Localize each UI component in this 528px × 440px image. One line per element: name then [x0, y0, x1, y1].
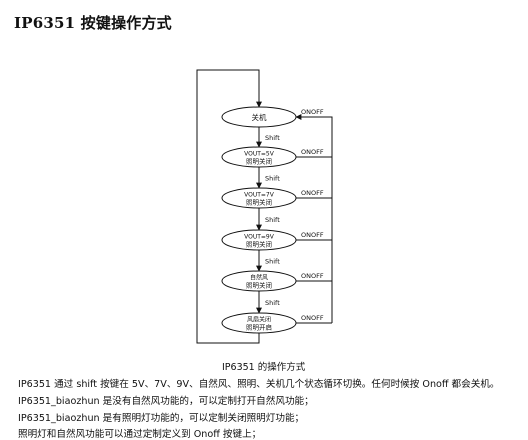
state-label: VOUT=7V — [244, 192, 275, 199]
shift-label: Shift — [265, 299, 280, 307]
shift-label: Shift — [265, 216, 280, 224]
state-label: 自然风 — [250, 274, 268, 282]
state-label: 照明关闭 — [246, 198, 272, 207]
state-label: VOUT=5V — [244, 151, 275, 158]
diagram-caption: IP6351 的操作方式 — [222, 362, 306, 373]
onoff-label: ONOFF — [301, 314, 324, 322]
loop-back-connector — [196, 69, 262, 344]
paragraph-2: IP6351_biaozhun 是没有自然风功能的，可以定制打开自然风功能； — [18, 396, 314, 407]
state-label: 关机 — [252, 112, 267, 122]
state-label: 照明关闭 — [246, 240, 272, 249]
paragraph-3: IP6351_biaozhun 是有照明灯功能的，可以定制关闭照明灯功能； — [18, 413, 305, 424]
state-label: 风扇关闭 — [247, 316, 271, 324]
onoff-label: ONOFF — [301, 148, 324, 156]
state-label: 照明开启 — [246, 323, 272, 332]
paragraph-1: IP6351 通过 shift 按键在 5V、7V、9V、自然风、照明、关机几个… — [18, 379, 500, 390]
shift-label: Shift — [265, 258, 280, 266]
onoff-label: ONOFF — [301, 272, 324, 280]
state-label: 照明关闭 — [246, 157, 272, 166]
page-heading: IP6351 按键操作方式 — [14, 14, 172, 32]
onoff-label: ONOFF — [301, 189, 324, 197]
onoff-return-connector — [295, 114, 333, 323]
shift-label: Shift — [265, 134, 280, 142]
paragraph-4: 照明灯和自然风功能可以通过定制定义到 Onoff 按键上； — [18, 429, 262, 440]
state-label: VOUT=9V — [244, 234, 275, 241]
state-label: 照明关闭 — [246, 281, 272, 290]
onoff-label: ONOFF — [301, 231, 324, 239]
onoff-label: ONOFF — [301, 108, 324, 116]
shift-label: Shift — [265, 175, 280, 183]
